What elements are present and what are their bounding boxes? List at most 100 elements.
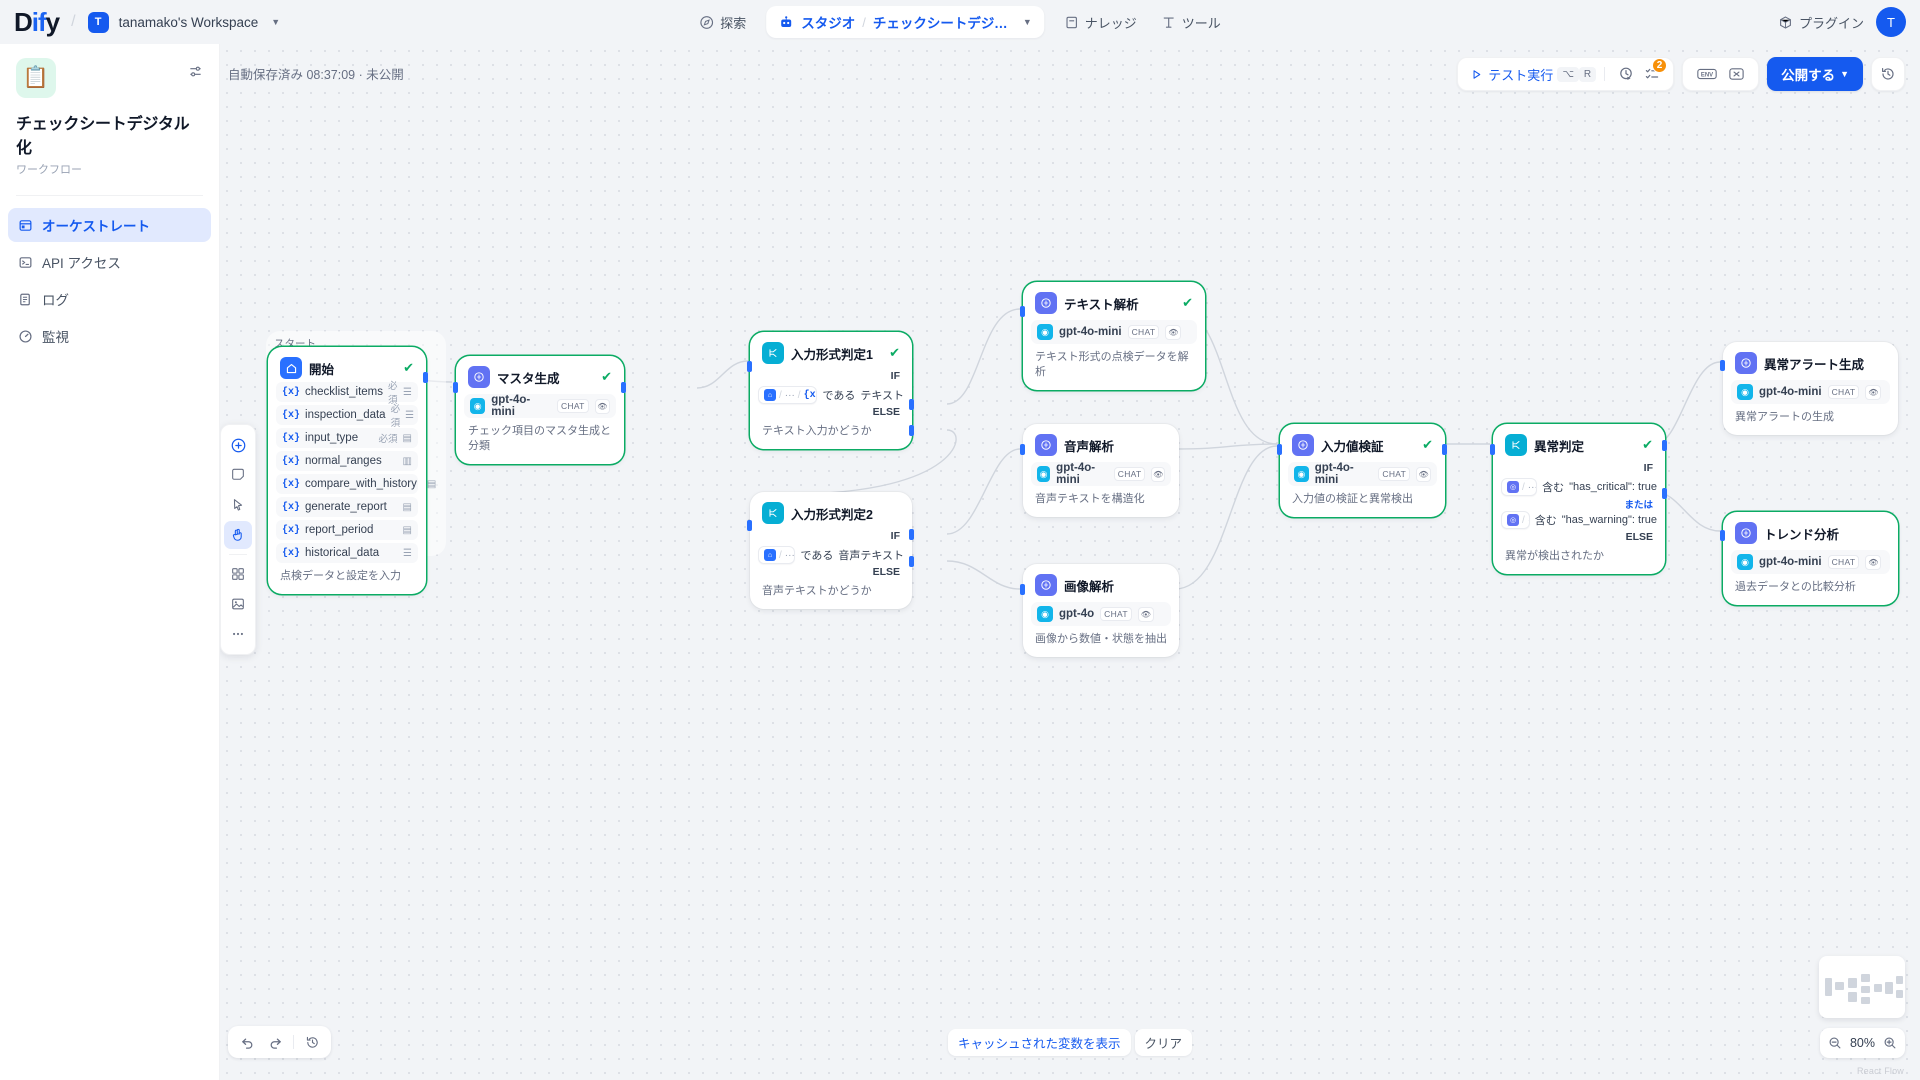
image-input-port[interactable] bbox=[1020, 584, 1025, 595]
export-image-tool[interactable] bbox=[224, 590, 252, 618]
condition-variable-chip[interactable]: ⌂ / ··· / {x} inp... bbox=[758, 386, 818, 404]
master-input-port[interactable] bbox=[453, 382, 458, 393]
dify-logo[interactable]: Dify bbox=[14, 7, 60, 37]
show-cached-variables-button[interactable]: キャッシュされた変数を表示 bbox=[947, 1029, 1131, 1056]
start-output-port[interactable] bbox=[423, 372, 428, 383]
text-input-port[interactable] bbox=[1020, 306, 1025, 317]
node-alert[interactable]: 異常アラート生成 ◉ gpt-4o-mini CHAT 👁 異常アラートの生成 bbox=[1723, 342, 1898, 435]
anomaly-else-output-port[interactable] bbox=[1662, 488, 1667, 499]
publish-button[interactable]: 公開する ▼ bbox=[1767, 57, 1863, 91]
node-alert-model[interactable]: ◉ gpt-4o-mini CHAT 👁 bbox=[1731, 380, 1890, 404]
nav-knowledge[interactable]: ナレッジ bbox=[1052, 7, 1149, 38]
node-image[interactable]: 画像解析 ◉ gpt-4o CHAT 👁 画像から数値・状態を抽出 bbox=[1023, 564, 1179, 657]
user-avatar[interactable]: T bbox=[1876, 7, 1906, 37]
chevron-down-icon[interactable]: ▼ bbox=[271, 17, 281, 27]
hand-pan-tool[interactable] bbox=[224, 521, 252, 549]
if1-input-port[interactable] bbox=[747, 361, 752, 372]
node-image-model[interactable]: ◉ gpt-4o CHAT 👁 bbox=[1031, 602, 1171, 626]
zoom-in-icon[interactable] bbox=[1883, 1036, 1897, 1050]
anomaly-input-port[interactable] bbox=[1490, 444, 1495, 455]
app-chevron-down-icon[interactable]: ▼ bbox=[1022, 17, 1032, 27]
sidebar-item-orchestrate[interactable]: オーケストレート bbox=[8, 208, 211, 242]
validate-input-port[interactable] bbox=[1277, 444, 1282, 455]
node-trend[interactable]: トレンド分析 ◉ gpt-4o-mini CHAT 👁 過去データとの比較分析 bbox=[1723, 512, 1898, 605]
condition-variable-chip[interactable]: ◎ / ··· / {x} bbox=[1501, 478, 1538, 496]
undo-button[interactable] bbox=[234, 1029, 260, 1055]
node-start[interactable]: 開始 ✔ {x} checklist_items 必須 ☰ {x} inspec… bbox=[268, 347, 436, 594]
node-master-model[interactable]: ◉ gpt-4o-mini CHAT 👁 bbox=[464, 394, 616, 418]
node-anomaly-status-icon: ✔ bbox=[1642, 437, 1653, 452]
workflow-canvas[interactable]: 自動保存済み 08:37:09 · 未公開 テスト実行 ⌥ R bbox=[220, 44, 1920, 1080]
minimap-node bbox=[1896, 990, 1903, 998]
sidebar-settings-icon[interactable] bbox=[188, 64, 203, 79]
plus-circle-icon bbox=[231, 438, 245, 452]
more-tools-button[interactable] bbox=[224, 620, 252, 648]
condition-variable-chip[interactable]: ◎ / ··· / {x} bbox=[1501, 511, 1530, 529]
node-if1[interactable]: 入力形式判定1 ✔ IF ⌂ / ··· / {x} inp... である テキ… bbox=[750, 332, 912, 449]
checklist-button[interactable]: 2 bbox=[1639, 58, 1668, 82]
node-anomaly-condition-2[interactable]: ◎ / ··· / {x} 含む "has_warning": true bbox=[1501, 511, 1657, 529]
start-variable-row[interactable]: {x} generate_report ▤ bbox=[276, 497, 418, 517]
zoom-out-icon[interactable] bbox=[1828, 1036, 1842, 1050]
node-validate-model[interactable]: ◉ gpt-4o-mini CHAT 👁 bbox=[1288, 462, 1437, 486]
variable-x-icon: {x} bbox=[282, 547, 301, 559]
audio-input-port[interactable] bbox=[1020, 444, 1025, 455]
pointer-tool[interactable] bbox=[224, 491, 252, 519]
export-dsl-button[interactable] bbox=[1723, 66, 1750, 82]
sidebar-item-monitor[interactable]: 監視 bbox=[8, 319, 211, 353]
node-if2-title: 入力形式判定2 bbox=[791, 507, 873, 522]
test-run-button[interactable]: テスト実行 bbox=[1466, 65, 1557, 84]
sidebar-item-api[interactable]: API アクセス bbox=[8, 245, 211, 279]
node-audio[interactable]: 音声解析 ◉ gpt-4o-mini CHAT 👁 音声テキストを構造化 bbox=[1023, 424, 1179, 517]
if2-else-output-port[interactable] bbox=[909, 556, 914, 567]
anomaly-if-output-port[interactable] bbox=[1662, 440, 1667, 451]
node-validate[interactable]: 入力値検証 ✔ ◉ gpt-4o-mini CHAT 👁 入力値の検証と異常検出 bbox=[1280, 424, 1445, 517]
version-history-button[interactable] bbox=[1871, 57, 1905, 91]
add-note-tool[interactable] bbox=[224, 461, 252, 489]
run-history-button[interactable] bbox=[1613, 66, 1639, 82]
node-if2-condition[interactable]: ⌂ / ··· / {x} i... である 音声テキスト bbox=[758, 546, 904, 564]
organize-blocks-tool[interactable] bbox=[224, 560, 252, 588]
alert-input-port[interactable] bbox=[1720, 360, 1725, 371]
node-master[interactable]: マスタ生成 ✔ ◉ gpt-4o-mini CHAT 👁 チェック項目のマスタ生… bbox=[456, 356, 624, 464]
start-variable-row[interactable]: {x} inspection_data 必須 ☰ bbox=[276, 404, 418, 429]
condition-variable-chip[interactable]: ⌂ / ··· / {x} i... bbox=[758, 546, 796, 564]
node-audio-model[interactable]: ◉ gpt-4o-mini CHAT 👁 bbox=[1031, 462, 1171, 486]
if2-input-port[interactable] bbox=[747, 520, 752, 531]
workspace-name[interactable]: tanamako's Workspace bbox=[118, 14, 259, 30]
paragraph-type-icon: ▥ bbox=[402, 455, 412, 467]
start-variable-row[interactable]: {x} normal_ranges ▥ bbox=[276, 451, 418, 471]
redo-button[interactable] bbox=[262, 1029, 288, 1055]
change-history-button[interactable] bbox=[299, 1029, 325, 1055]
nav-studio-pill[interactable]: スタジオ / チェックシートデジタ... ▼ bbox=[766, 6, 1044, 38]
master-output-port[interactable] bbox=[621, 382, 626, 393]
minimap[interactable] bbox=[1819, 956, 1905, 1018]
node-text[interactable]: テキスト解析 ✔ ◉ gpt-4o-mini CHAT 👁 テキスト形式の点検デ… bbox=[1023, 282, 1205, 390]
add-node-tool[interactable] bbox=[224, 431, 252, 459]
start-variable-row[interactable]: {x} checklist_items 必須 ☰ bbox=[276, 381, 418, 406]
zoom-level-label[interactable]: 80% bbox=[1849, 1036, 1875, 1050]
start-variable-row[interactable]: {x} input_type 必須 ▤ bbox=[276, 428, 418, 448]
sidebar-app-type: ワークフロー bbox=[16, 164, 82, 176]
node-if2[interactable]: 入力形式判定2 IF ⌂ / ··· / {x} i... である 音声テキスト… bbox=[750, 492, 912, 609]
node-text-model[interactable]: ◉ gpt-4o-mini CHAT 👁 bbox=[1031, 320, 1197, 344]
nav-tools[interactable]: ツール bbox=[1149, 7, 1233, 38]
sidebar-item-log[interactable]: ログ bbox=[8, 282, 211, 316]
node-trend-model[interactable]: ◉ gpt-4o-mini CHAT 👁 bbox=[1731, 550, 1890, 574]
nav-explore[interactable]: 探索 bbox=[687, 7, 758, 38]
node-anomaly[interactable]: 異常判定 ✔ IF ◎ / ··· / {x} 含む "has_critical… bbox=[1493, 424, 1665, 574]
node-if1-condition[interactable]: ⌂ / ··· / {x} inp... である テキスト bbox=[758, 386, 904, 404]
nav-plugins[interactable]: プラグイン bbox=[1778, 13, 1864, 32]
start-variable-row[interactable]: {x} historical_data ☰ bbox=[276, 543, 418, 563]
env-variables-button[interactable]: ENV bbox=[1691, 66, 1723, 82]
if1-if-output-port[interactable] bbox=[909, 399, 914, 410]
if1-else-output-port[interactable] bbox=[909, 425, 914, 436]
node-anomaly-condition-1[interactable]: ◎ / ··· / {x} 含む "has_critical": true bbox=[1501, 478, 1657, 496]
clear-cached-variables-button[interactable]: クリア bbox=[1134, 1029, 1193, 1056]
trend-input-port[interactable] bbox=[1720, 530, 1725, 541]
validate-output-port[interactable] bbox=[1442, 444, 1447, 455]
start-variable-row[interactable]: {x} compare_with_history ▤ bbox=[276, 474, 436, 494]
workflow-edges bbox=[379, 308, 1721, 590]
if2-if-output-port[interactable] bbox=[909, 529, 914, 540]
start-variable-row[interactable]: {x} report_period ▤ bbox=[276, 520, 418, 540]
